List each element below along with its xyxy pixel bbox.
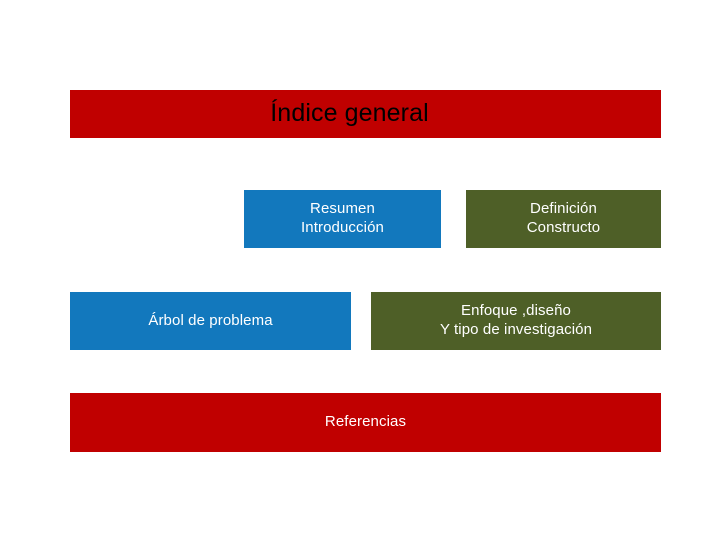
content-box-label: Resumen Introducción [301, 200, 384, 236]
content-box-arbol-de-problema[interactable]: Árbol de problema [70, 292, 351, 350]
slide-title-bar: Índice general [70, 90, 661, 138]
content-box-label: Definición Constructo [526, 200, 601, 236]
page-title: Índice general [270, 99, 429, 128]
content-box-label: Árbol de problema [148, 311, 273, 329]
content-box-referencias[interactable]: Referencias [70, 393, 661, 452]
content-box-resumen-introduccion[interactable]: Resumen Introducción [244, 190, 441, 248]
content-box-definicion-constructo[interactable]: Definición Constructo [466, 190, 661, 248]
content-box-label: Referencias [324, 413, 407, 431]
content-box-label: Enfoque ,diseño Y tipo de investigación [439, 302, 593, 338]
content-box-enfoque-diseno-tipo-investigacion[interactable]: Enfoque ,diseño Y tipo de investigación [371, 292, 661, 350]
